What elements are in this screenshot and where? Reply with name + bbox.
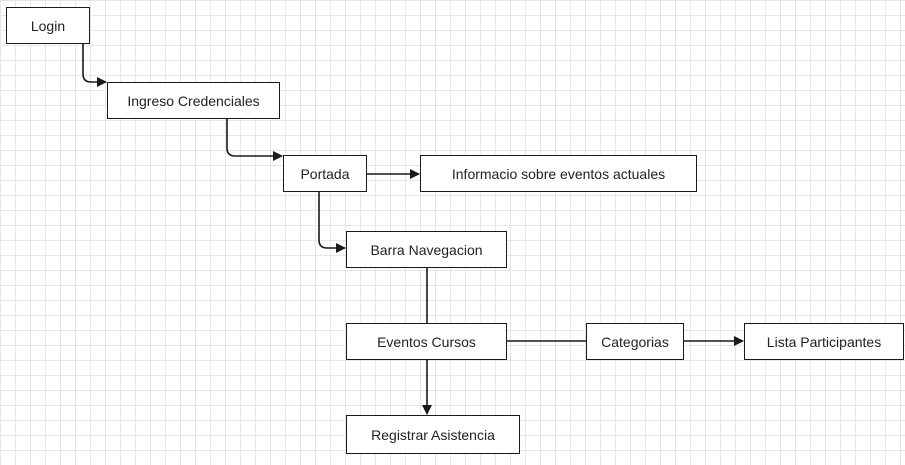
node-informacio-eventos-label: Informacio sobre eventos actuales xyxy=(451,165,666,182)
edge-login-to-ingreso xyxy=(82,44,107,87)
node-categorias[interactable]: Categorias xyxy=(586,323,684,360)
node-login[interactable]: Login xyxy=(6,7,90,44)
node-ingreso-credenciales[interactable]: Ingreso Credenciales xyxy=(107,82,280,119)
node-ingreso-credenciales-label: Ingreso Credenciales xyxy=(127,92,260,109)
node-lista-participantes[interactable]: Lista Participantes xyxy=(744,323,904,360)
node-informacio-eventos[interactable]: Informacio sobre eventos actuales xyxy=(420,155,697,192)
node-portada-label: Portada xyxy=(300,165,350,182)
edge-ingreso-to-portada xyxy=(226,119,283,161)
node-categorias-label: Categorias xyxy=(601,333,669,350)
node-portada[interactable]: Portada xyxy=(283,155,367,192)
node-eventos-cursos-label: Eventos Cursos xyxy=(377,333,476,350)
node-barra-navegacion-label: Barra Navegacion xyxy=(370,241,483,258)
node-eventos-cursos[interactable]: Eventos Cursos xyxy=(346,323,507,360)
node-registrar-asistencia[interactable]: Registrar Asistencia xyxy=(346,415,520,454)
node-registrar-asistencia-label: Registrar Asistencia xyxy=(371,426,495,443)
node-lista-participantes-label: Lista Participantes xyxy=(766,333,882,350)
edge-portada-to-barra xyxy=(318,192,346,253)
node-login-label: Login xyxy=(30,17,66,34)
node-barra-navegacion[interactable]: Barra Navegacion xyxy=(346,231,507,268)
